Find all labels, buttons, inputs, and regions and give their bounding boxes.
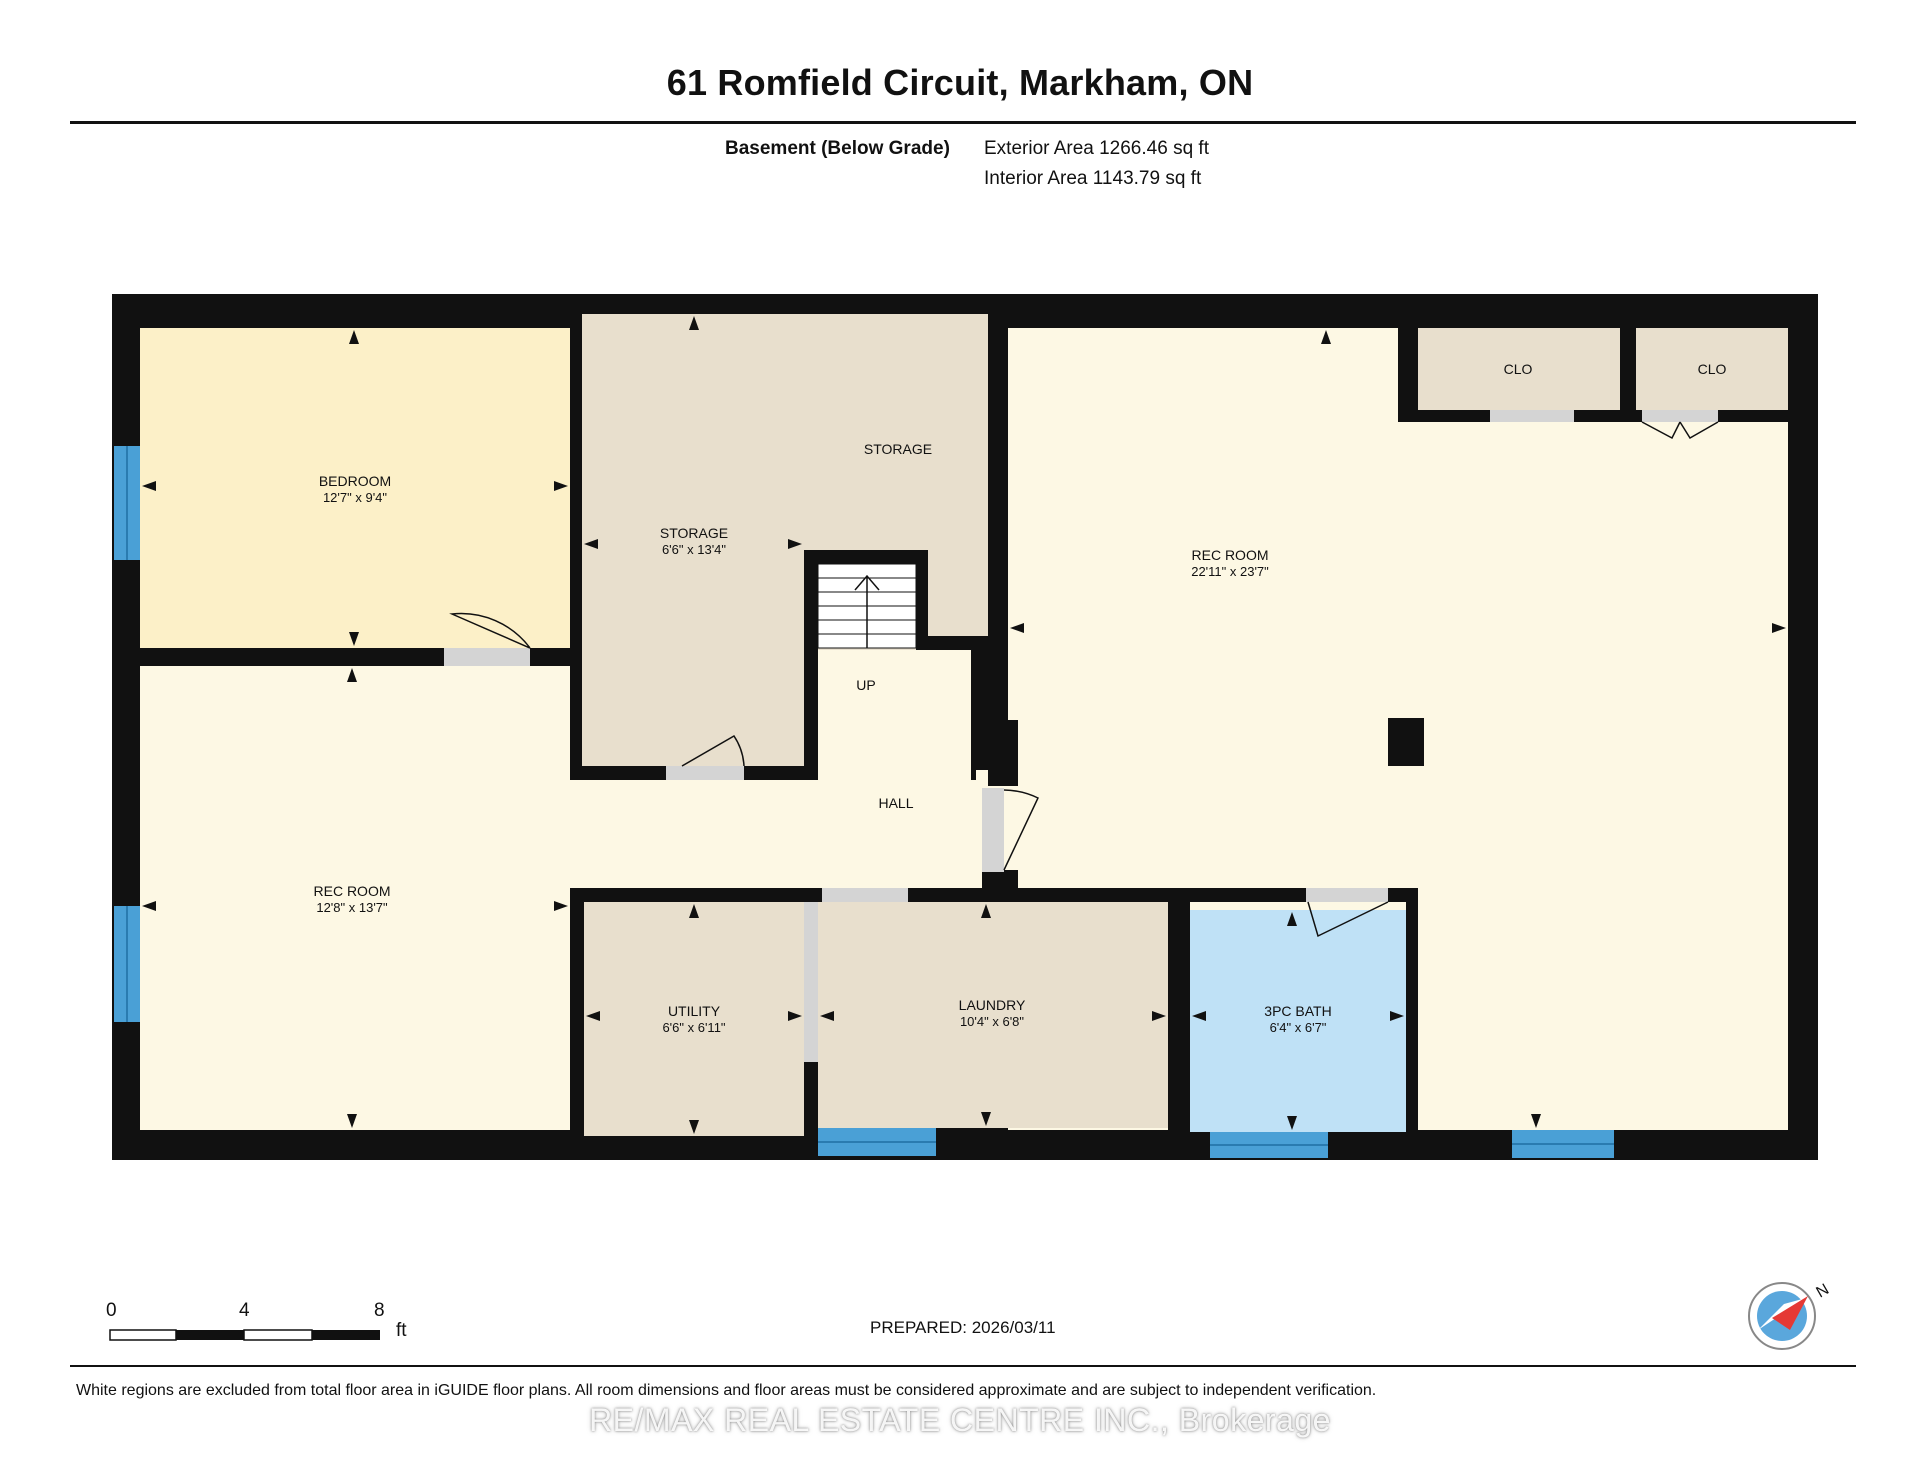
wall-closet-bottom [1398,410,1788,422]
wall-pillar-3 [982,870,1018,888]
door-closet-1 [1490,410,1574,422]
prepared-date: PREPARED: 2026/03/11 [870,1318,1056,1337]
wall-storage-left [570,328,582,780]
stairs-up-label: UP [856,677,875,693]
window-bath [1210,1132,1328,1158]
svg-text:N: N [1814,1281,1833,1302]
door-swing-closet [1641,421,1719,440]
interior-area: Interior Area 1143.79 sq ft [984,168,1202,189]
dimension-arrows [142,316,1786,1134]
wall-service-top [570,888,1418,902]
room-rec-left [140,666,570,1130]
storage-dims: 6'6" x 13'4" [662,542,726,557]
wall-bath-right [1406,888,1418,1132]
room-utility [584,902,804,1136]
window-rec-left [114,906,140,1022]
scale-bar [109,1329,380,1341]
floor-level-label: Basement (Below Grade) [725,138,950,159]
room-closet-1 [1418,328,1620,410]
room-bath [1190,910,1406,1132]
brokerage-watermark: RE/MAX REAL ESTATE CENTRE INC., Brokerag… [589,1402,1331,1438]
wall-stair-bottom [916,636,988,650]
bedroom-name: BEDROOM [319,473,391,489]
door-laundry [822,888,908,902]
closet-2-name: CLO [1698,361,1727,377]
door-bath [1306,888,1388,902]
wall-laundry-right [1168,902,1190,1132]
door-rec-right [982,788,1004,872]
room-hall-b [816,650,971,790]
scale-tick-8: 8 [374,1300,385,1321]
window-rec-right [1512,1130,1614,1158]
window-bedroom [114,446,140,560]
scale-tick-0: 0 [106,1300,117,1321]
wall-utility-left [570,888,584,1136]
room-bedroom [140,328,570,648]
door-utility [804,902,818,1062]
closet-1-name: CLO [1504,361,1533,377]
bath-name: 3PC BATH [1264,1003,1331,1019]
bath-dims: 6'4" x 6'7" [1270,1020,1327,1035]
rec-room-left-dims: 12'8" x 13'7" [316,900,388,915]
room-hall-a [570,780,988,888]
room-closet-2 [1636,328,1788,410]
door-closet-2 [1642,410,1718,422]
exterior-area: Exterior Area 1266.46 sq ft [984,138,1209,159]
storage-2-name: STORAGE [864,441,932,457]
wall-closet-mid [1620,328,1636,422]
room-laundry [818,902,1168,1128]
stairs-icon [817,563,917,649]
door-swing-bath [1307,901,1389,938]
footer-divider [70,1365,1856,1367]
wall-pillar-2 [988,720,1018,786]
header-divider [70,121,1856,124]
wall-rec-divider [988,314,1008,770]
page-title: 61 Romfield Circuit, Markham, ON [666,62,1254,103]
door-swing-bedroom [449,612,531,649]
hall-name: HALL [878,795,913,811]
rec-room-right-dims: 22'11" x 23'7" [1191,564,1269,579]
utility-dims: 6'6" x 6'11" [662,1020,725,1035]
storage-name: STORAGE [660,525,728,541]
scale-unit: ft [396,1320,407,1341]
door-swing-storage [681,734,745,767]
wall-stair-right [916,550,928,642]
rec-room-right-name: REC ROOM [1192,547,1269,563]
door-bedroom [444,648,530,666]
laundry-dims: 10'4" x 6'8" [960,1014,1024,1029]
disclaimer-text: White regions are excluded from total fl… [76,1382,1377,1399]
utility-name: UTILITY [668,1003,721,1019]
wall-stair-left [804,550,818,780]
door-storage [666,766,744,780]
column [1388,718,1424,766]
north-compass-icon: N [1748,1281,1833,1350]
bedroom-dims: 12'7" x 9'4" [323,490,387,505]
scale-tick-4: 4 [239,1300,250,1321]
laundry-name: LAUNDRY [959,997,1026,1013]
wall-closet-left [1398,328,1418,422]
wall-pillar-1 [971,650,988,770]
window-laundry [818,1128,936,1156]
wall-stair-top [804,550,928,564]
rec-room-left-name: REC ROOM [314,883,391,899]
door-swing-rec [1003,789,1039,871]
